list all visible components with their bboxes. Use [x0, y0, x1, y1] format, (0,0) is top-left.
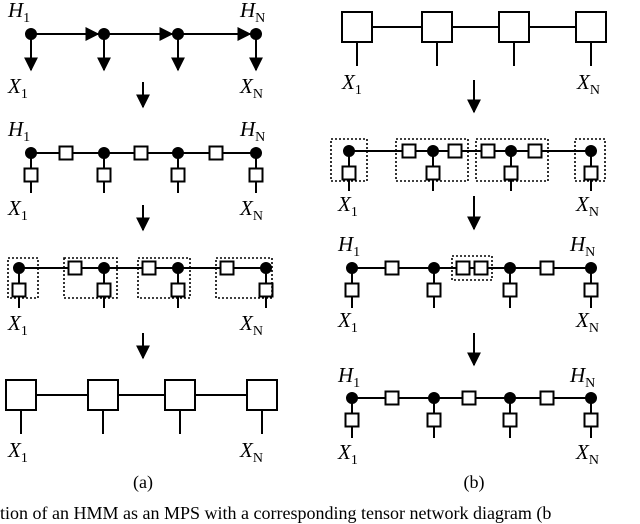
transition-tensor [401, 143, 417, 159]
label-x1: X1 [7, 311, 28, 339]
mps-site-tensor [164, 379, 196, 411]
emission-tensor [23, 167, 39, 183]
label-xn: XN [575, 308, 599, 336]
transition-tensor [539, 260, 555, 276]
transition-tensor [67, 260, 83, 276]
emission-tensor [344, 412, 360, 428]
label-hn: HN [569, 232, 595, 260]
label-xn: XN [239, 74, 263, 102]
panel-a-caption: (a) [133, 472, 153, 493]
label-h1: H1 [337, 363, 360, 391]
grouping-box [395, 138, 469, 182]
emission-tensor [425, 165, 441, 181]
label-x1: X1 [7, 196, 28, 224]
emission-tensor [503, 165, 519, 181]
label-xn: XN [576, 70, 600, 98]
grouping-box [330, 138, 368, 182]
grouping-box [7, 257, 39, 299]
emission-tensor [96, 282, 112, 298]
emission-tensor [96, 167, 112, 183]
grouping-box [451, 255, 493, 281]
grouping-box [63, 257, 118, 299]
merged-tensor [473, 260, 489, 276]
mps-site-tensor [5, 379, 37, 411]
label-x1: X1 [337, 308, 358, 336]
panel-b [330, 11, 607, 438]
label-xn: XN [239, 196, 263, 224]
emission-tensor [258, 282, 274, 298]
label-x1: X1 [337, 192, 358, 220]
grouping-box [475, 138, 549, 182]
emission-tensor [344, 282, 360, 298]
label-x1: X1 [7, 74, 28, 102]
transition-tensor [527, 143, 543, 159]
emission-tensor [170, 167, 186, 183]
transition-tensor [384, 390, 400, 406]
emission-tensor [583, 412, 599, 428]
mps-site-tensor [341, 11, 373, 43]
figure-caption-line: tion of an HMM as an MPS with a correspo… [0, 504, 552, 523]
mps-site-tensor [246, 379, 278, 411]
emission-tensor [502, 412, 518, 428]
emission-tensor [426, 412, 442, 428]
mps-site-tensor [87, 379, 119, 411]
transition-tensor [461, 390, 477, 406]
transition-tensor [219, 260, 235, 276]
label-h1: H1 [337, 232, 360, 260]
label-x1: X1 [341, 70, 362, 98]
transition-tensor [447, 143, 463, 159]
merged-tensor [455, 260, 471, 276]
label-xn: XN [239, 438, 263, 466]
mps-site-tensor [575, 11, 607, 43]
transition-tensor [539, 390, 555, 406]
transition-tensor [480, 143, 496, 159]
label-h1: H1 [7, 117, 30, 145]
mps-site-tensor [421, 11, 453, 43]
label-xn: XN [575, 192, 599, 220]
transition-tensor [208, 145, 224, 161]
label-hn: HN [569, 363, 595, 391]
transition-tensor [133, 145, 149, 161]
emission-tensor [502, 282, 518, 298]
transition-tensor [384, 260, 400, 276]
label-xn: XN [239, 311, 263, 339]
label-hn: HN [239, 0, 265, 26]
panel-a [5, 27, 278, 434]
label-h1: H1 [7, 0, 30, 26]
label-xn: XN [575, 440, 599, 468]
emission-tensor [248, 167, 264, 183]
mps-site-tensor [498, 11, 530, 43]
grouping-box [137, 257, 191, 299]
emission-tensor [583, 165, 599, 181]
label-x1: X1 [7, 438, 28, 466]
grouping-box [215, 257, 273, 299]
emission-tensor [583, 282, 599, 298]
emission-tensor [341, 165, 357, 181]
emission-tensor [426, 282, 442, 298]
transition-tensor [58, 145, 74, 161]
emission-tensor [170, 282, 186, 298]
transition-tensor [141, 260, 157, 276]
panel-b-caption: (b) [464, 472, 485, 493]
label-hn: HN [239, 117, 265, 145]
emission-tensor [11, 282, 27, 298]
label-x1: X1 [337, 440, 358, 468]
